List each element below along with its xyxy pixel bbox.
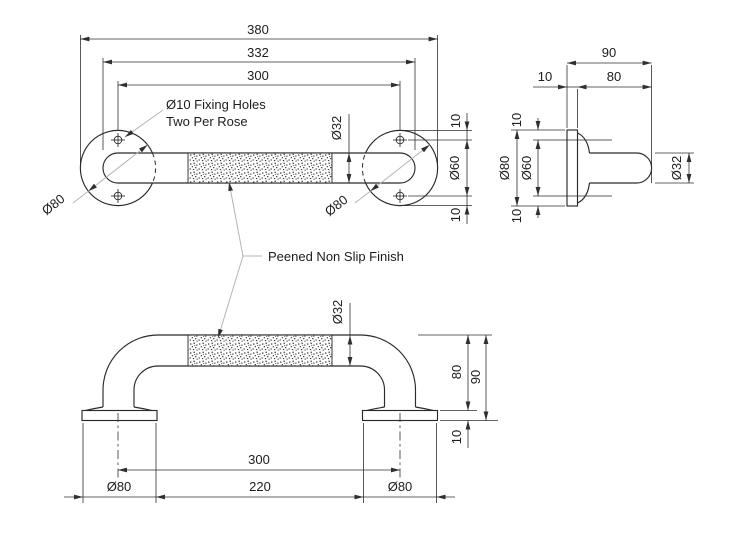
svg-text:80: 80	[607, 69, 621, 84]
dim-side-diameters: Ø80 Ø60 10 10	[497, 113, 565, 223]
dim-10-bottom-text: 10	[448, 208, 463, 222]
flange-left	[81, 406, 158, 422]
dim-332-text: 332	[247, 45, 269, 60]
rose-right-circle	[362, 129, 439, 207]
dim-10-80: 10 80	[533, 69, 652, 128]
dim-height-chain: 80 90 10	[418, 334, 498, 448]
svg-text:Ø80: Ø80	[322, 192, 351, 219]
dim-300-top: 300	[117, 68, 401, 131]
dim-90: 90	[566, 45, 652, 183]
dim-tube-front: Ø32	[330, 300, 353, 366]
svg-text:90: 90	[602, 45, 616, 60]
rose-dome-profile	[577, 132, 591, 204]
dim-300-top-text: 300	[247, 68, 269, 83]
peened-section-front	[187, 335, 333, 366]
bar-outer-profile	[102, 334, 417, 407]
side-view: 90 10 80 Ø80 Ø60 10 10 Ø32	[497, 45, 694, 223]
dim-rose-chain: 10 Ø60 10	[404, 113, 472, 224]
dim-380-text: 380	[247, 22, 269, 37]
dim-380: 380	[80, 22, 439, 164]
fixing-holes-note-line1: Ø10 Fixing Holes	[166, 97, 266, 112]
dim-10-top-text: 10	[448, 114, 463, 128]
svg-text:Ø80: Ø80	[39, 191, 68, 218]
fixing-holes-note-line2: Two Per Rose	[166, 114, 248, 129]
svg-text:300: 300	[248, 452, 270, 467]
finish-note-text: Peened Non Slip Finish	[268, 249, 404, 264]
svg-text:10: 10	[509, 209, 524, 223]
rose-right-dia-label: Ø80	[322, 144, 430, 219]
dim-300-front: 300	[118, 452, 400, 473]
svg-text:90: 90	[468, 370, 483, 384]
svg-text:10: 10	[449, 430, 464, 444]
wall-plate	[566, 129, 579, 207]
fixing-holes	[111, 133, 407, 203]
svg-text:Ø80: Ø80	[497, 156, 512, 181]
svg-text:Ø32: Ø32	[330, 300, 345, 325]
peened-section-plan	[187, 153, 333, 183]
svg-text:10: 10	[509, 113, 524, 127]
svg-text:Ø60: Ø60	[519, 156, 534, 181]
fixing-holes-note: Ø10 Fixing Holes Two Per Rose	[124, 97, 266, 138]
front-view: Ø32 80 90 10 300 Ø80 220 Ø80	[64, 300, 498, 503]
dim-tube-plan-text: Ø32	[329, 116, 344, 141]
tube-side	[589, 152, 653, 184]
dim-tube-plan: Ø32	[329, 114, 352, 183]
dim-bottom-chain: Ø80 220 Ø80	[64, 479, 455, 500]
svg-text:10: 10	[538, 69, 552, 84]
dim-332: 332	[102, 45, 416, 150]
svg-text:80: 80	[449, 365, 464, 379]
dim-tube-side: Ø32	[655, 152, 694, 184]
dim-flange-right-text: Ø80	[388, 479, 413, 494]
top-view: 380 332 300 10 Ø60 10	[39, 22, 472, 224]
svg-text:Ø32: Ø32	[669, 156, 684, 181]
bar-inner-profile	[133, 365, 386, 407]
dim-pitch-text: Ø60	[447, 156, 462, 181]
finish-note: Peened Non Slip Finish	[217, 181, 404, 339]
dim-flange-left-text: Ø80	[107, 479, 132, 494]
dim-220-text: 220	[249, 479, 271, 494]
rose-left-dia-label: Ø80	[39, 144, 148, 218]
